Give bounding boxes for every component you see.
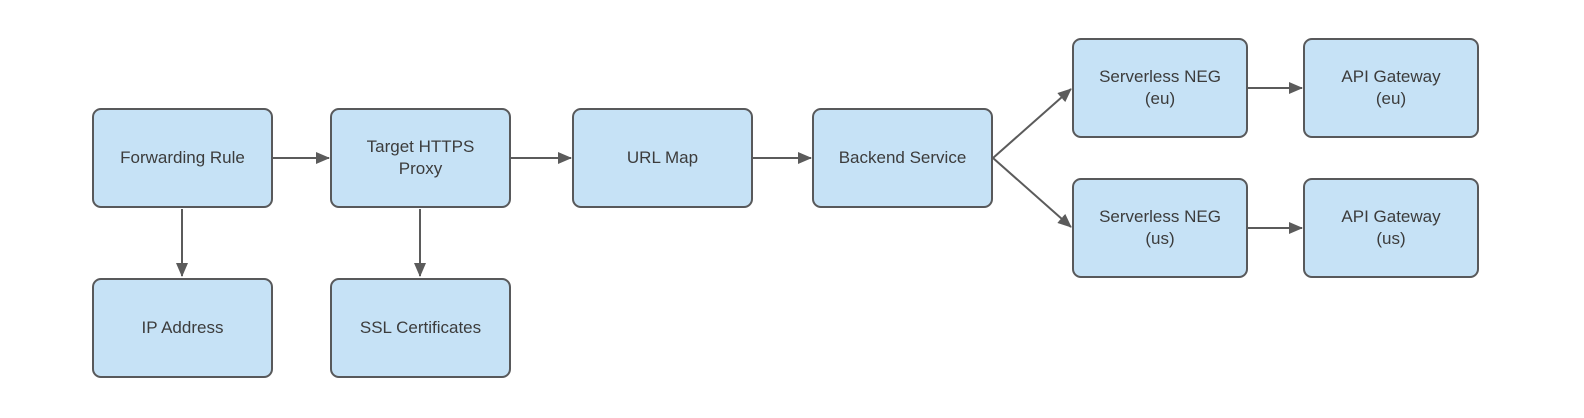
node-label: API Gateway (eu) bbox=[1341, 66, 1441, 108]
edge-backend-service-to-serverless-neg-eu bbox=[992, 88, 1072, 159]
node-label: Serverless NEG (us) bbox=[1099, 206, 1221, 248]
node-target-https-proxy: Target HTTPS Proxy bbox=[330, 108, 511, 208]
edge-backend-service-to-serverless-neg-us bbox=[992, 157, 1072, 228]
node-label: SSL Certificates bbox=[359, 317, 482, 337]
node-label: Forwarding Rule bbox=[120, 147, 245, 167]
node-ip-address: IP Address bbox=[92, 278, 273, 378]
node-api-gateway-us: API Gateway (us) bbox=[1303, 178, 1479, 278]
node-label: Target HTTPS Proxy bbox=[366, 136, 475, 178]
node-serverless-neg-eu: Serverless NEG (eu) bbox=[1072, 38, 1248, 138]
node-label: URL Map bbox=[626, 147, 699, 167]
node-api-gateway-eu: API Gateway (eu) bbox=[1303, 38, 1479, 138]
node-backend-service: Backend Service bbox=[812, 108, 993, 208]
node-forwarding-rule: Forwarding Rule bbox=[92, 108, 273, 208]
node-ssl-certificates: SSL Certificates bbox=[330, 278, 511, 378]
node-label: API Gateway (us) bbox=[1341, 206, 1441, 248]
node-serverless-neg-us: Serverless NEG (us) bbox=[1072, 178, 1248, 278]
node-label: Backend Service bbox=[838, 147, 967, 167]
node-url-map: URL Map bbox=[572, 108, 753, 208]
node-label: IP Address bbox=[141, 317, 224, 337]
node-label: Serverless NEG (eu) bbox=[1099, 66, 1221, 108]
